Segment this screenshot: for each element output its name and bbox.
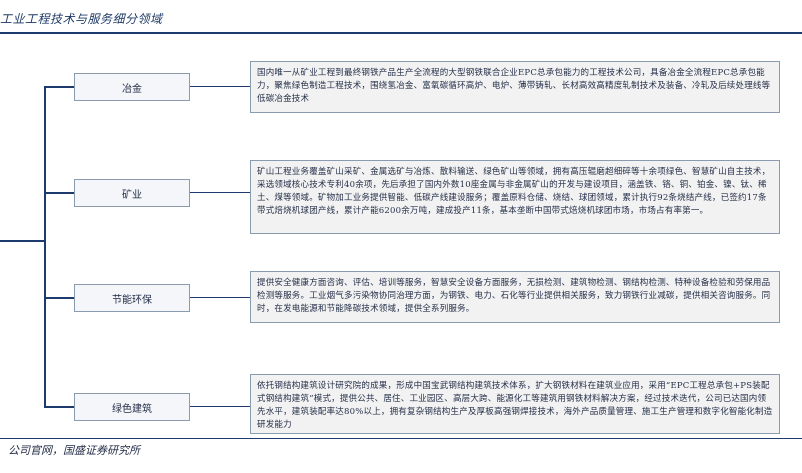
branch-connector-mining	[44, 192, 74, 194]
category-energy-environment: 节能环保	[74, 284, 190, 312]
source-note: 公司官网，国盛证券研究所	[8, 444, 140, 457]
header-rule	[0, 32, 802, 34]
branch-connector-metallurgy	[44, 86, 74, 88]
tree-spine	[44, 86, 46, 408]
description-mining: 矿山工程业务覆盖矿山采矿、金属选矿与冶炼、散料输送、绿色矿山等领域，拥有高压辊磨…	[250, 160, 780, 234]
description-green-building: 依托钢结构建筑设计研究院的成果，形成中国宝武钢结构建筑技术体系，扩大钢铁材料在建…	[250, 374, 780, 434]
category-mining: 矿业	[74, 179, 190, 207]
category-metallurgy: 冶金	[74, 73, 190, 101]
branch-connector-energy-environment	[44, 297, 74, 299]
detail-connector-metallurgy	[190, 86, 250, 87]
description-energy-environment: 提供安全健康方面咨询、评估、培训等服务，智慧安全设备方面服务，无损检测、建筑物检…	[250, 271, 780, 323]
page-title: 工业工程技术与服务细分领域	[0, 12, 163, 26]
category-green-building: 绿色建筑	[74, 393, 190, 421]
detail-connector-mining	[190, 192, 250, 193]
branch-connector-green-building	[44, 406, 74, 408]
footer-rule	[0, 438, 802, 439]
description-metallurgy: 国内唯一从矿业工程到最终钢铁产品生产全流程的大型钢铁联合企业EPC总承包能力的工…	[250, 61, 780, 113]
detail-connector-green-building	[190, 406, 250, 407]
detail-connector-energy-environment	[190, 297, 250, 298]
root-connector	[0, 240, 46, 242]
